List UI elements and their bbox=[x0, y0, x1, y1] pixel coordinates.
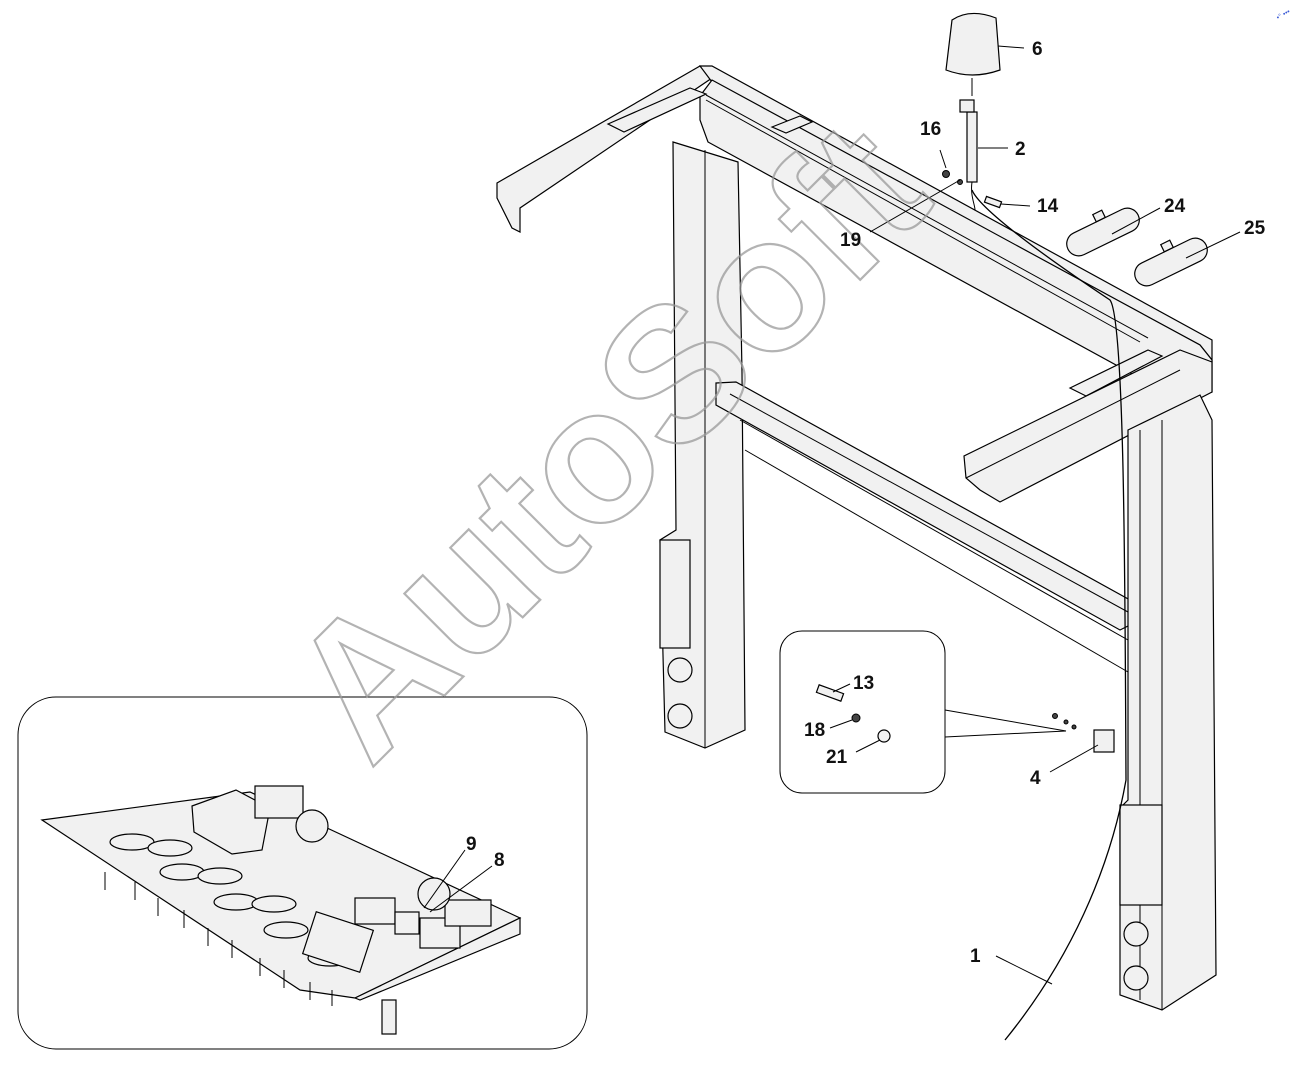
detail-box bbox=[779, 630, 1115, 794]
beacon-assembly bbox=[942, 12, 1003, 211]
callout-1: 1 bbox=[970, 946, 981, 967]
callout-14: 14 bbox=[1037, 196, 1059, 217]
callout-24: 24 bbox=[1164, 196, 1186, 217]
corner-mark: •° ••• bbox=[1275, 7, 1292, 21]
callout-19: 19 bbox=[840, 230, 861, 251]
callout-labels: 6 2 16 14 19 24 25 13 18 21 4 9 8 1 bbox=[466, 39, 1266, 967]
callout-6: 6 bbox=[1032, 39, 1043, 60]
callout-9: 9 bbox=[466, 834, 477, 855]
callout-2: 2 bbox=[1015, 139, 1026, 160]
callout-18: 18 bbox=[804, 720, 825, 741]
callout-4: 4 bbox=[1030, 768, 1041, 789]
cab-frame bbox=[496, 65, 1217, 1041]
callout-16: 16 bbox=[920, 119, 941, 140]
callout-21: 21 bbox=[826, 747, 848, 768]
callout-8: 8 bbox=[494, 850, 505, 871]
inset-panel bbox=[17, 696, 588, 1050]
cable-straps bbox=[1066, 207, 1208, 287]
leader-lines bbox=[423, 45, 1241, 985]
callout-13: 13 bbox=[853, 673, 874, 694]
callout-25: 25 bbox=[1244, 218, 1266, 239]
